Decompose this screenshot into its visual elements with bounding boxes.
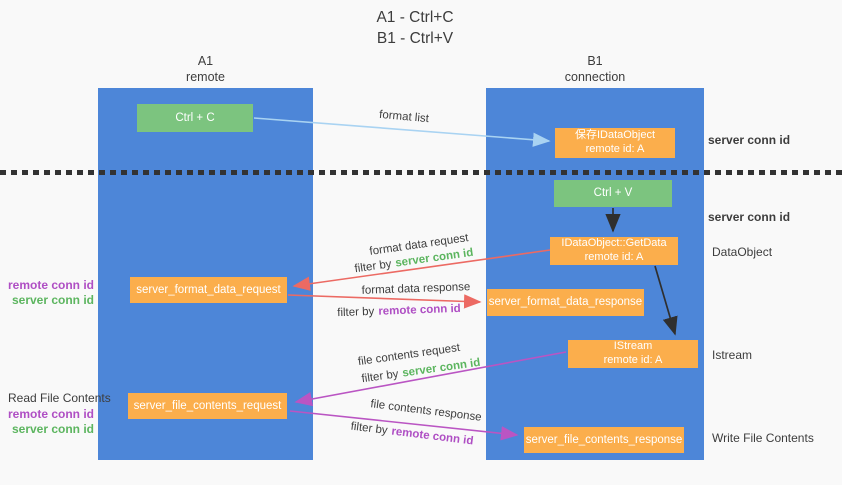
remote-conn-id-text: remote conn id bbox=[390, 425, 475, 448]
ctrl-v-label: Ctrl + V bbox=[593, 187, 633, 200]
side-stack-conn-ids-lower: remote conn id server conn id bbox=[0, 407, 94, 437]
node-save-idataobject: 保存IDataObject remote id: A bbox=[555, 128, 675, 158]
istream-line1: IStream bbox=[613, 340, 653, 353]
server-format-data-request-label: server_format_data_request bbox=[136, 283, 281, 296]
getdata-line1: IDataObject::GetData bbox=[561, 237, 667, 250]
dataobject-text: DataObject bbox=[712, 245, 773, 259]
node-ctrl-v: Ctrl + V bbox=[554, 180, 672, 207]
format-list-text: format list bbox=[378, 108, 430, 126]
node-server-format-data-response: server_format_data_response bbox=[487, 289, 644, 316]
server-format-data-response-label: server_format_data_response bbox=[488, 296, 643, 309]
filter-by-text: filter by bbox=[353, 258, 393, 276]
server-conn-id-text: server conn id bbox=[11, 422, 94, 436]
server-conn-id-text: server conn id bbox=[708, 210, 791, 224]
title-line-1: A1 - Ctrl+C bbox=[376, 9, 454, 26]
lane-header-a1: A1 remote bbox=[98, 53, 313, 86]
filter-by-text: filter by bbox=[337, 305, 375, 320]
server-conn-id-text: server conn id bbox=[708, 133, 791, 147]
caption-format-list: format list bbox=[379, 109, 430, 125]
file-contents-response-text: file contents response bbox=[369, 398, 483, 424]
session-divider-dotted-line bbox=[0, 170, 842, 175]
side-label-write-file-contents: Write File Contents bbox=[712, 431, 814, 445]
lane-a1-subtitle: remote bbox=[186, 70, 225, 85]
remote-conn-id-text: remote conn id bbox=[378, 302, 461, 318]
filter-by-text: filter by bbox=[349, 420, 389, 437]
istream-text: Istream bbox=[712, 348, 753, 362]
server-file-contents-response-label: server_file_contents_response bbox=[525, 433, 683, 446]
side-stack-conn-ids-upper: remote conn id server conn id bbox=[0, 278, 94, 308]
lane-b1-subtitle: connection bbox=[564, 70, 626, 85]
istream-line2: remote id: A bbox=[603, 354, 663, 366]
side-label-read-file-contents: Read File Contents bbox=[8, 391, 111, 405]
filter-by-text: filter by bbox=[360, 368, 400, 386]
lane-b1-name: B1 bbox=[587, 54, 603, 68]
read-file-contents-text: Read File Contents bbox=[8, 391, 111, 405]
node-istream: IStream remote id: A bbox=[568, 340, 698, 368]
save-idataobject-line1: 保存IDataObject bbox=[574, 129, 656, 142]
remote-conn-id-text: remote conn id bbox=[7, 407, 94, 421]
ctrl-c-label: Ctrl + C bbox=[175, 111, 215, 124]
write-file-contents-text: Write File Contents bbox=[712, 431, 814, 445]
node-ctrl-c: Ctrl + C bbox=[137, 104, 253, 132]
remote-conn-id-text: remote conn id bbox=[7, 278, 94, 292]
side-label-istream: Istream bbox=[712, 348, 752, 362]
caption-file-contents-response: file contents response bbox=[370, 398, 483, 424]
format-data-response-text: format data response bbox=[361, 281, 471, 297]
server-conn-id-text: server conn id bbox=[11, 293, 94, 307]
node-server-file-contents-request: server_file_contents_request bbox=[128, 393, 287, 419]
server-file-contents-request-label: server_file_contents_request bbox=[133, 399, 282, 412]
save-idataobject-line2: remote id: A bbox=[585, 143, 645, 155]
diagram-title: A1 - Ctrl+C B1 - Ctrl+V bbox=[300, 8, 530, 50]
side-label-server-conn-id-top: server conn id bbox=[708, 133, 790, 147]
getdata-line2: remote id: A bbox=[584, 251, 644, 263]
title-line-2: B1 - Ctrl+V bbox=[376, 29, 454, 47]
node-idataobject-getdata: IDataObject::GetData remote id: A bbox=[550, 237, 678, 265]
node-server-file-contents-response: server_file_contents_response bbox=[524, 427, 684, 453]
caption-format-data-response: format data response bbox=[361, 281, 470, 297]
side-label-dataobject: DataObject bbox=[712, 245, 772, 259]
side-label-server-conn-id-mid: server conn id bbox=[708, 210, 790, 224]
lane-header-b1: B1 connection bbox=[486, 53, 704, 86]
node-server-format-data-request: server_format_data_request bbox=[130, 277, 287, 303]
lane-a1-name: A1 bbox=[197, 54, 214, 68]
